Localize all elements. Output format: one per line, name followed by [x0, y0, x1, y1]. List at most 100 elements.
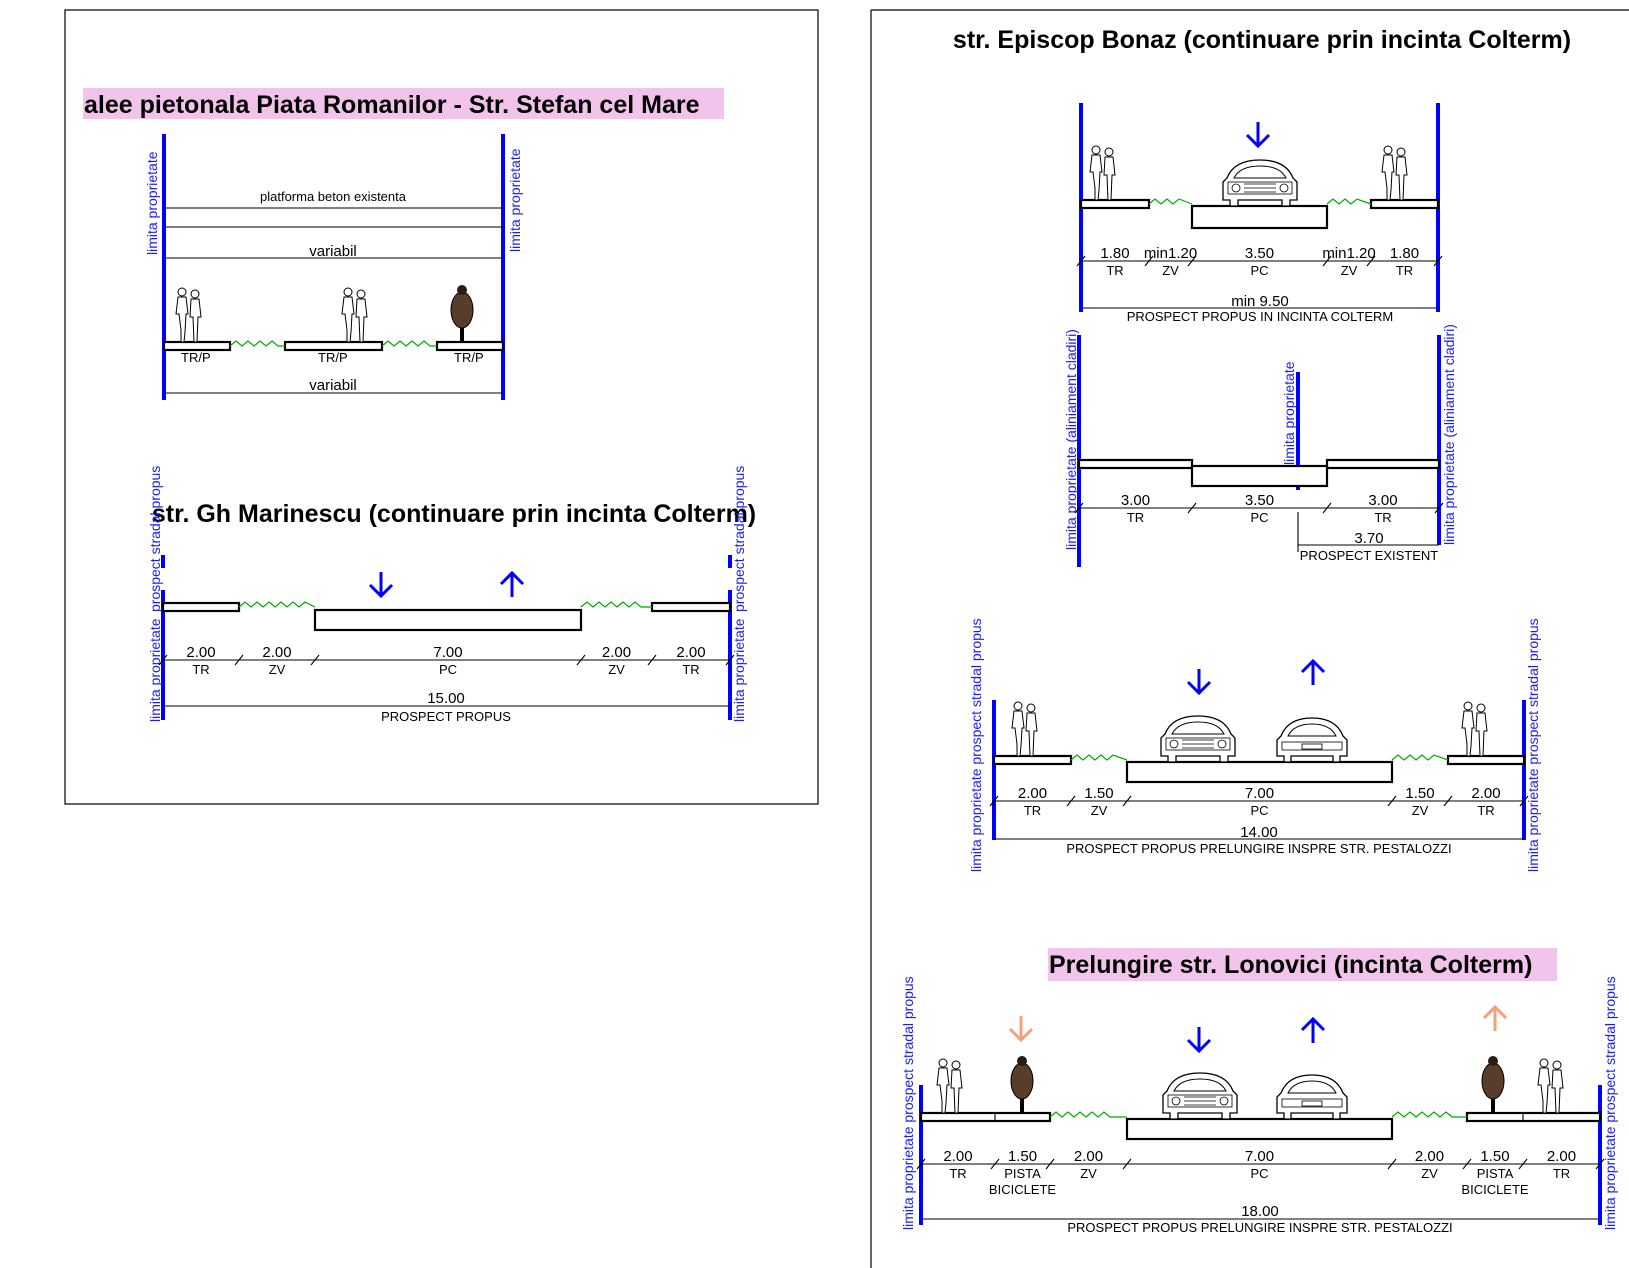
marinescu-section: str. Gh Marinescu (continuare prin incin… [147, 466, 756, 724]
dimension-tick [1595, 1158, 1605, 1170]
dimension-tick [1045, 1158, 1055, 1170]
bonaz-s1-total: min 9.50 [1231, 293, 1289, 310]
car-rear-icon [1276, 1074, 1348, 1120]
lonovici-dim-value: 2.00 [1415, 1148, 1444, 1165]
lonovici-limit-right: limita proprietate prospect stradal prop… [1602, 976, 1618, 1230]
bonaz-s3-total-label: PROSPECT PROPUS PRELUNGIRE INSPRE STR. P… [1066, 841, 1451, 856]
pedestrians-icon [1461, 701, 1488, 757]
alee-dim-top: variabil [309, 243, 357, 260]
marinescu-dim-value: 7.00 [433, 644, 462, 661]
alee-green-zone-1 [229, 340, 285, 347]
dimension-tick [1433, 255, 1443, 267]
arrow-up-icon [499, 571, 525, 599]
pedestrians-icon [1089, 145, 1116, 201]
pedestrians-icon [936, 1058, 963, 1114]
lonovici-title: Prelungire str. Lonovici (incinta Colter… [1049, 951, 1532, 979]
alee-green-zone-2 [381, 340, 437, 347]
marinescu-dim-code: PC [439, 662, 457, 677]
bonaz-s3-limit-left: limita proprietate prospect stradal prop… [968, 618, 984, 872]
marinescu-green-zone [238, 601, 316, 608]
dimension-tick [1322, 255, 1332, 267]
lonovici-dim-code: PISTA [1004, 1166, 1041, 1181]
pedestrians-icon [1381, 145, 1408, 201]
bonaz-s1-dim-value: 1.80 [1390, 245, 1419, 262]
bonaz-s2-dim-code: PC [1250, 510, 1268, 525]
lonovici-title-highlight [1048, 948, 1557, 981]
lonovici-dim-code: ZV [1421, 1166, 1438, 1181]
cyclist-icon [1481, 1055, 1505, 1114]
bonaz-s1-dim-code: ZV [1162, 263, 1179, 278]
dimension-tick [1187, 255, 1197, 267]
bonaz-s3-dim-value: 2.00 [1018, 785, 1047, 802]
dimension-tick [1387, 1158, 1397, 1170]
dimension-tick [1122, 795, 1132, 807]
marinescu-title: str. Gh Marinescu (continuare prin incin… [152, 500, 756, 528]
dimension-tick [1434, 502, 1444, 514]
alee-limit-left-label: limita proprietate [144, 151, 160, 255]
bonaz-s1-dim-code: TR [1106, 263, 1123, 278]
lonovici-dim-value: 1.50 [1480, 1148, 1509, 1165]
bonaz-s1-dim-code: ZV [1341, 263, 1358, 278]
arrow-down-icon [1186, 1025, 1212, 1053]
marinescu-dim-value: 2.00 [186, 644, 215, 661]
dimension-tick [310, 654, 320, 666]
bonaz-s1-dim-value: 3.50 [1245, 245, 1274, 262]
bike-arrow-down-icon [1008, 1014, 1034, 1042]
bonaz-green-zone [1391, 754, 1449, 761]
left-panel-frame [64, 9, 819, 805]
bonaz-s2-dim-code: TR [1127, 510, 1144, 525]
marinescu-dim-code: TR [682, 662, 699, 677]
cyclist-icon [1010, 1055, 1034, 1114]
bonaz-s2-existing-label: PROSPECT EXISTENT [1300, 548, 1439, 563]
lonovici-section: Prelungire str. Lonovici (incinta Colter… [900, 948, 1618, 1235]
lonovici-green-zone [1391, 1111, 1467, 1118]
lonovici-dim-code: ZV [1080, 1166, 1097, 1181]
bonaz-s1-dim-value: min1.20 [1322, 245, 1375, 262]
arrow-down-icon [1186, 667, 1212, 695]
bonaz-s3-dim-code: ZV [1091, 803, 1108, 818]
dimension-tick [1462, 1158, 1472, 1170]
dimension-tick [725, 654, 735, 666]
lonovici-dim-value: 1.50 [1008, 1148, 1037, 1165]
lonovici-total: 18.00 [1241, 1203, 1279, 1220]
bonaz-s2-limit-left: limita proprietate (aliniament cladiri) [1063, 329, 1079, 550]
bonaz-s3-dim-value: 1.50 [1405, 785, 1434, 802]
marinescu-dim-code: TR [192, 662, 209, 677]
alee-seg-label: TR/P [181, 350, 211, 365]
lonovici-total-label: PROSPECT PROPUS PRELUNGIRE INSPRE STR. P… [1067, 1220, 1452, 1235]
arrow-down-icon [368, 570, 394, 598]
dimension-tick [1518, 1158, 1528, 1170]
car-rear-icon [1276, 717, 1348, 763]
bonaz-s1-dim-code: TR [1396, 263, 1413, 278]
marinescu-limit-right-a: limita proprietate [731, 618, 747, 722]
dimension-tick [1076, 255, 1086, 267]
marinescu-limit-left-a: limita proprietate [147, 618, 163, 722]
bonaz-s2-dim-value: 3.50 [1245, 492, 1274, 509]
bonaz-s1-total-label: PROSPECT PROPUS IN INCINTA COLTERM [1127, 309, 1394, 324]
dimension-tick [1322, 502, 1332, 514]
dimension-tick [1066, 795, 1076, 807]
lonovici-green-zone [1049, 1111, 1127, 1118]
dimension-tick [158, 654, 168, 666]
pedestrians-icon [1537, 1058, 1564, 1114]
bonaz-s1-dim-value: 1.80 [1100, 245, 1129, 262]
bonaz-s1-dim-value: min1.20 [1144, 245, 1197, 262]
alee-platform-label: platforma beton existenta [260, 189, 407, 204]
lonovici-dim-code: TR [1553, 1166, 1570, 1181]
marinescu-limit-right-b: prospect stradal propus [731, 466, 747, 612]
bonaz-s2-dim-value: 3.00 [1368, 492, 1397, 509]
lonovici-dim-code2: BICICLETE [1461, 1182, 1529, 1197]
bonaz-s3-dim-value: 2.00 [1471, 785, 1500, 802]
lonovici-dim-value: 2.00 [943, 1148, 972, 1165]
car-icon [1222, 159, 1298, 207]
marinescu-green-zone [580, 601, 652, 608]
bonaz-s1-dim-code: PC [1250, 263, 1268, 278]
car-icon [1160, 715, 1236, 763]
arrow-up-icon [1300, 659, 1326, 687]
bonaz-green-zone [1148, 198, 1193, 205]
bonaz-green-zone [1326, 198, 1372, 205]
dimension-tick [1122, 1158, 1132, 1170]
car-icon [1162, 1072, 1238, 1120]
dimension-tick [1074, 502, 1084, 514]
